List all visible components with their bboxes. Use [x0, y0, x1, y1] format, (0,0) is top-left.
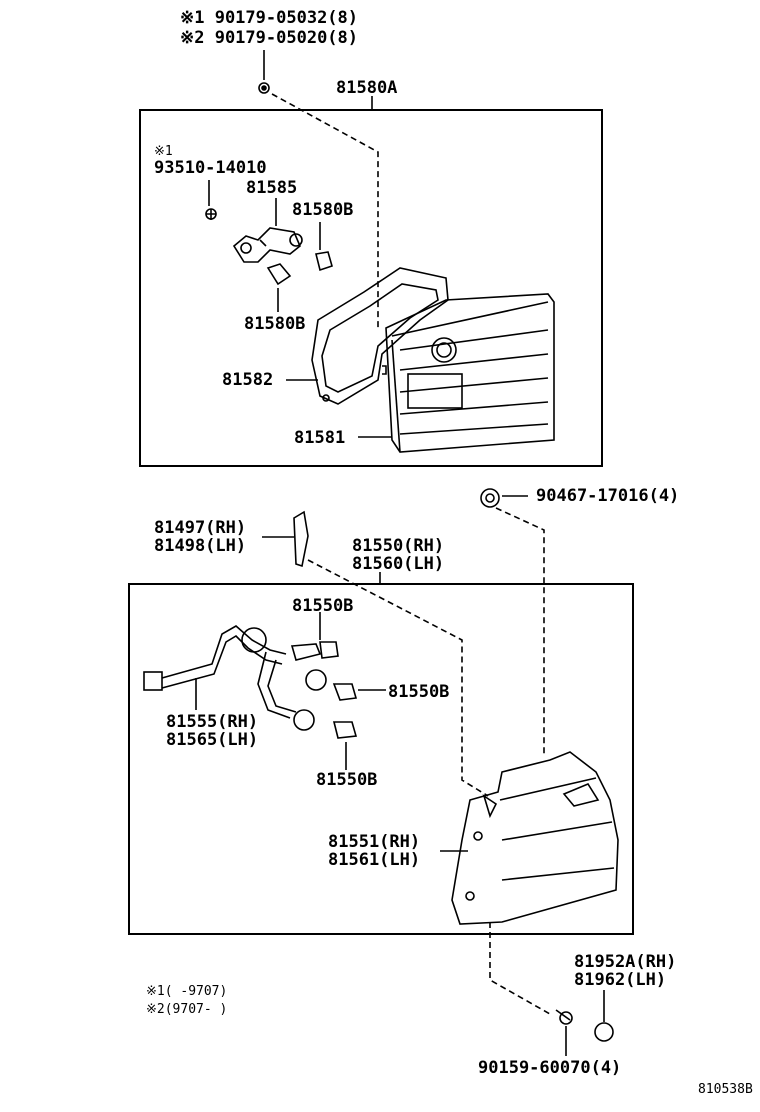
clip-mark: ※1: [154, 144, 173, 159]
bulb-label-a: 81580B: [292, 200, 354, 220]
reflector-icon: [594, 990, 614, 1042]
lens-label-rh: 81551(RH): [328, 832, 421, 852]
bulb-icon: [290, 612, 339, 661]
wire-harness-icon: [143, 625, 297, 719]
bulb-icon: [266, 263, 292, 312]
legend-note-1: ※1( -9707): [146, 984, 228, 999]
gasket-icon: [311, 267, 449, 405]
screw-icon: [555, 1009, 573, 1056]
screw-label-bottom: 90159-60070(4): [478, 1058, 622, 1078]
lower-part-lh: 81560(LH): [352, 554, 445, 574]
lens-body-label: 81581: [294, 428, 346, 448]
bracket-label-lh: 81498(LH): [154, 536, 247, 556]
clip-icon: [205, 180, 217, 220]
screw-label-2: ※2 90179-05020(8): [180, 28, 359, 48]
nut-icon: [480, 488, 528, 508]
side-lens-icon: [451, 751, 619, 925]
upper-assembly-frame: [139, 109, 603, 467]
lower-part-rh: 81550(RH): [352, 536, 445, 556]
bulb-icon: [305, 669, 386, 701]
legend-note-2: ※2(9707- ): [146, 1002, 228, 1017]
reflector-label-lh: 81962(LH): [574, 970, 667, 990]
reflector-label-rh: 81952A(RH): [574, 952, 677, 972]
lens-label-lh: 81561(LH): [328, 850, 421, 870]
nut-label: 90467-17016(4): [536, 486, 680, 506]
socket-label: 81585: [246, 178, 298, 198]
wire-label-rh: 81555(RH): [166, 712, 259, 732]
bulb-label-b: 81580B: [244, 314, 306, 334]
bracket-icon: [262, 510, 309, 568]
bulb-label-top: 81550B: [292, 596, 354, 616]
screw-icon: [258, 50, 270, 94]
socket-icon: [232, 198, 303, 263]
lower-assembly-frame: [128, 583, 634, 935]
screw-label-1: ※1 90179-05032(8): [180, 8, 359, 28]
bulb-label-mid: 81550B: [388, 682, 450, 702]
lens-body-icon: [382, 293, 555, 453]
gasket-label: 81582: [222, 370, 274, 390]
wire-label-lh: 81565(LH): [166, 730, 259, 750]
bracket-label-rh: 81497(RH): [154, 518, 247, 538]
upper-assembly-part: 81580A: [336, 78, 398, 98]
bulb-label-bot: 81550B: [316, 770, 378, 790]
clip-label: 93510-14010: [154, 158, 267, 178]
bulb-icon: [315, 222, 333, 272]
bulb-icon: [293, 709, 358, 770]
diagram-code: 810538B: [698, 1082, 753, 1097]
